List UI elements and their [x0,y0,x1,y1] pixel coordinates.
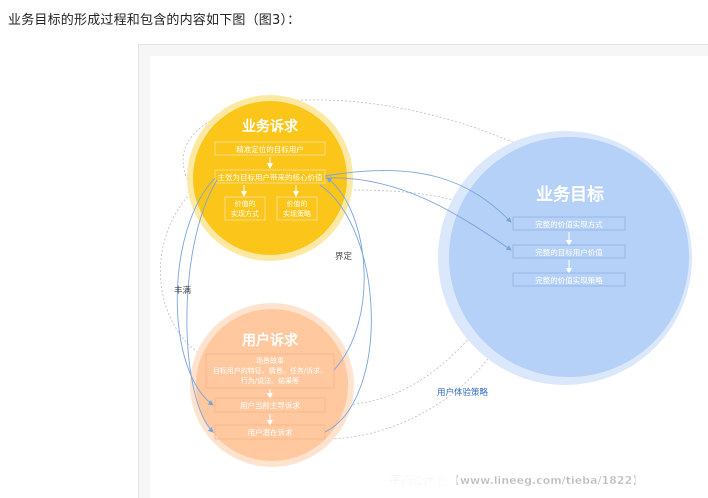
appeal-box-value-strategy [276,196,318,221]
user-box-scenario [205,353,335,389]
business-goal-title: 业务目标 [536,184,604,205]
goal-box-strategy [512,272,626,287]
appeal-box-value-strategy-line2: 实现策略 [283,209,311,218]
goal-box-user-value [512,244,626,259]
connector-core-to-method [324,170,512,223]
appeal-box-target-user [214,141,326,156]
label-enrich: 丰满 [174,285,192,296]
watermark: 平面设计吧 【www.lineeg.com/tieba/1822】 [390,473,643,487]
connector-define [326,177,365,371]
goal-box-user-value-label: 完整的目标用户价值 [535,247,603,257]
user-box-scenario-line1: 场景故事 [256,356,284,365]
business-appeal-circle [193,101,347,255]
business-appeal-title: 业务诉求 [242,118,299,135]
goal-box-strategy-label: 完整的价值实现策略 [535,275,603,285]
label-ux-strategy: 用户体验策略 [437,387,489,398]
appeal-box-target-user-label: 精准定位的目标用户 [236,144,304,154]
user-box-main [214,397,326,413]
appeal-box-value-method [224,196,266,221]
connector-enrich [176,177,216,406]
goal-box-method-label: 完整的价值实现方式 [535,219,603,229]
appeal-box-core-value-label: 主张为目标用户带来的核心价值 [218,172,323,182]
user-appeal-circle [196,309,348,461]
heading: 业务目标的形成过程和包含的内容如下图（图3）： [8,13,301,28]
connector-enrich-2 [186,179,218,433]
user-appeal-title: 用户诉求 [242,332,299,349]
goal-box-method [512,216,626,231]
connector-define-2 [319,184,372,433]
user-box-scenario-line2: 目标用户的特征、情景、任务/诉求、 [213,366,327,375]
user-box-scenario-line3: 行为/说法、结果等 [241,376,299,385]
appeal-box-value-method-line1: 价值的 [235,199,256,208]
label-define: 界定 [335,251,353,262]
appeal-box-core-value [214,169,326,184]
dotted-arc-left [160,179,211,361]
user-box-main-label: 用户当前主导诉求 [240,400,300,410]
appeal-box-value-method-line2: 实现方式 [231,209,259,218]
business-goal-circle [449,137,689,377]
user-box-latent-label: 用户潜在诉求 [248,427,293,437]
connector-core-to-user-value [324,177,512,251]
appeal-box-value-strategy-line1: 价值的 [287,199,308,208]
